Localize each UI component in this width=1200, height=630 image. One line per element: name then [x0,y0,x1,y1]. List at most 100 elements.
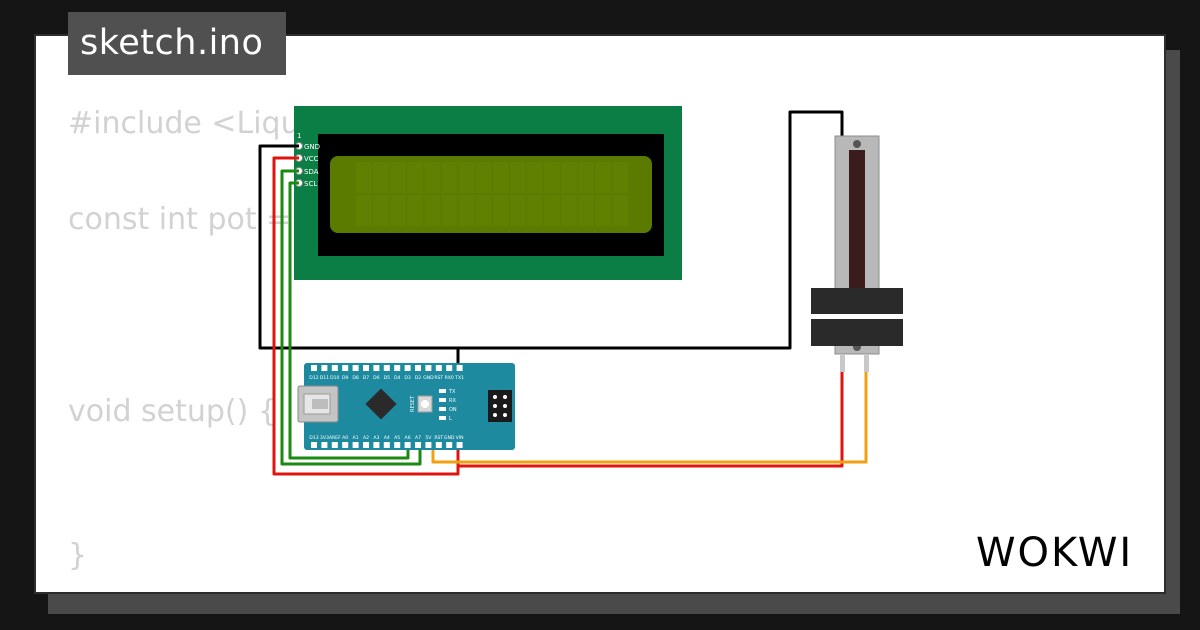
nano-pin[interactable] [394,442,401,448]
lcd-cell [595,195,612,226]
nano-pin[interactable] [363,442,369,448]
nano-pin-label: D7 [363,375,370,381]
lcd-cell [578,195,595,226]
nano-pin[interactable] [446,442,453,448]
pot-slider-knob[interactable] [811,288,903,346]
nano-pin[interactable] [415,365,421,371]
nano-pin[interactable] [435,365,442,371]
nano-pin-label: D3 [404,375,411,381]
led-on-label: ON [449,407,457,413]
nano-pin[interactable] [331,442,338,448]
wire-gnd [258,144,460,368]
wire-sda [280,169,422,466]
nano-pin-label: 3V3 [320,435,329,441]
lcd-pin-scl-label: SCL [304,180,317,188]
lcd-cell [424,162,441,193]
pot-pin-right [864,354,869,372]
nano-pin[interactable] [342,442,349,448]
nano-pin[interactable] [363,365,369,371]
nano-pin-label: D2 [415,375,422,381]
lcd-pin-vcc-label: VCC [304,155,319,163]
wire-pot-signal [431,372,868,464]
nano-pin[interactable] [342,365,349,371]
lcd-cell [561,162,578,193]
nano-pin-label: VIN [456,435,464,441]
nano-pin[interactable] [456,442,463,448]
nano-pin-label: D11 [320,375,329,381]
sketch-title-tab[interactable]: sketch.ino [68,12,286,75]
code-line-const: const int pot = [68,202,292,237]
nano-pin[interactable] [415,442,421,448]
nano-pin-label: GND [444,435,455,441]
lcd-cell [527,162,543,193]
nano-pin[interactable] [435,442,442,448]
nano-pin[interactable] [383,442,390,448]
lcd-display[interactable]: 1 GND VCC SDA SCL [294,106,682,280]
pot-pin-left [840,354,845,372]
wires [258,110,868,476]
nano-pin-label: GND [423,375,434,381]
nano-pin-label: D10 [330,375,339,381]
nano-board [304,363,515,450]
nano-pin-label: D9 [342,375,349,381]
nano-pin[interactable] [446,365,453,371]
nano-pin[interactable] [456,365,463,371]
nano-pin-label: A7 [415,435,421,441]
nano-pin[interactable] [373,442,380,448]
lcd-cell [441,162,458,193]
lcd-cell [424,195,441,226]
nano-pin[interactable] [373,365,380,371]
nano-pin[interactable] [311,365,317,371]
code-line-setup: void setup() { [68,394,277,429]
lcd-pin-1-label: 1 [297,132,301,140]
nano-pin-label: A2 [363,435,369,441]
nano-pin-label: A0 [342,435,348,441]
nano-pin[interactable] [352,365,359,371]
nano-pin-label: RST [434,375,443,381]
nano-pin[interactable] [394,365,401,371]
wire-pot-gnd [458,110,844,350]
nano-pin[interactable] [404,442,411,448]
nano-pin[interactable] [331,365,338,371]
code-line-include: #include <Liqui [68,106,308,141]
nano-pin-label: A5 [394,435,400,441]
nano-pin-label: D4 [394,375,401,381]
nano-pin[interactable] [311,442,317,448]
lcd-pin-gnd-label: GND [304,143,320,151]
lcd-cell [578,162,595,193]
nano-pin[interactable] [383,365,390,371]
lcd-cell [544,162,560,193]
lcd-cell [373,195,389,226]
nano-pin[interactable] [425,442,432,448]
nano-pin-label: TX1 [454,375,464,381]
lcd-cell [373,162,389,193]
lcd-cell [390,162,407,193]
lcd-cell [356,162,372,193]
lcd-cell [475,195,492,226]
lcd-cell [509,195,526,226]
nano-pin-label: A3 [373,435,379,441]
nano-pin-label: D5 [384,375,391,381]
reset-label: RESET [410,395,416,412]
lcd-cell [475,162,492,193]
wokwi-logo: WOKWI [976,530,1131,576]
nano-pin[interactable] [352,442,359,448]
nano-pin[interactable] [321,365,328,371]
lcd-cell [407,195,424,226]
nano-pin[interactable] [321,442,328,448]
nano-pin[interactable] [425,365,432,371]
lcd-cell [612,195,629,226]
nano-pin[interactable] [404,365,411,371]
led-rx-label: RX [449,398,456,404]
lcd-cell [561,195,578,226]
nano-pin-label: A1 [353,435,359,441]
reset-button[interactable] [417,395,433,413]
slide-potentiometer[interactable] [811,135,903,372]
lcd-character-cells [356,162,629,226]
lcd-cell [595,162,612,193]
nano-pin-label: AREF [329,435,341,441]
